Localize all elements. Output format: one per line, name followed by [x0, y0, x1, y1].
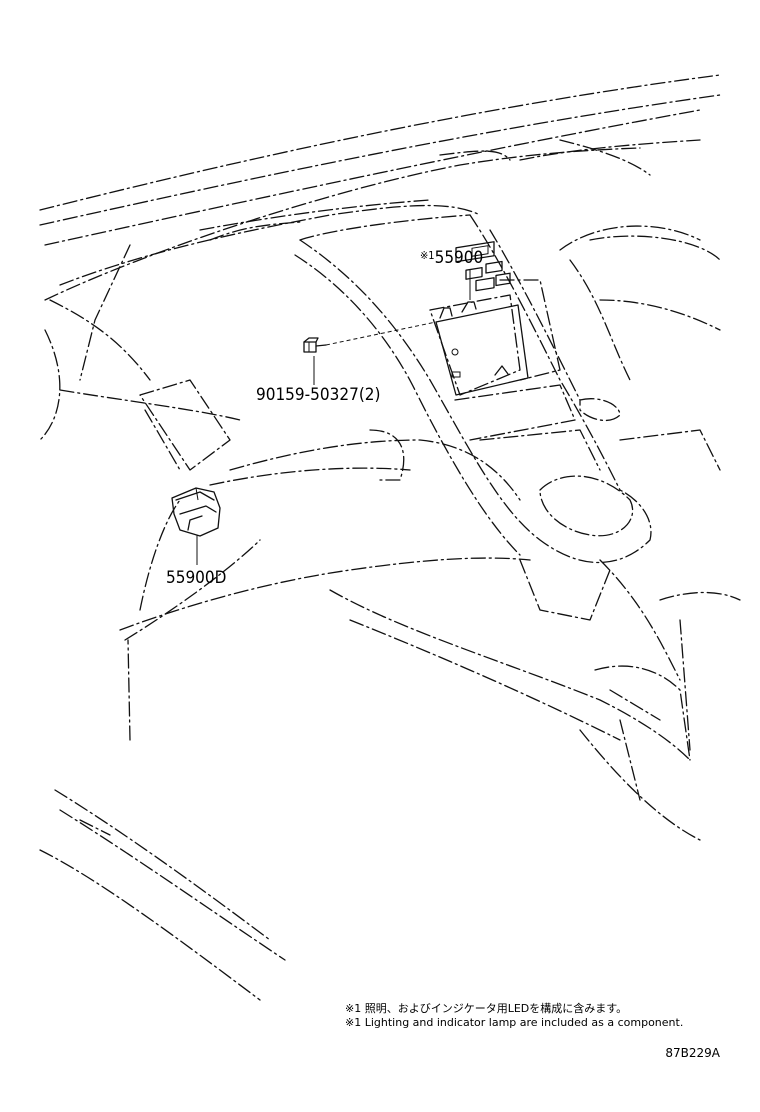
- quantity: (2): [358, 385, 381, 405]
- screw-icon: [303, 337, 327, 353]
- callout-55900: ※155900: [420, 248, 483, 268]
- illustration-code: 87B229A: [665, 1046, 720, 1060]
- control-panel-icon: [435, 241, 529, 396]
- switch-part-icon: [171, 487, 221, 537]
- note-english: ※1 Lighting and indicator lamp are inclu…: [345, 1016, 684, 1029]
- note-japanese: ※1 照明、およびインジケータ用LEDを構成に含みます。: [345, 1002, 628, 1015]
- callout-marker: ※1: [420, 249, 435, 262]
- leader-lines: [196, 270, 471, 565]
- part-number: 55900D: [166, 568, 227, 588]
- callout-90159-50327: 90159-50327(2): [256, 385, 380, 405]
- dashboard-outline: [39, 74, 741, 1001]
- part-number: 55900: [434, 248, 484, 268]
- callout-55900D: 55900D: [166, 568, 226, 588]
- part-number: 90159-50327: [256, 385, 359, 405]
